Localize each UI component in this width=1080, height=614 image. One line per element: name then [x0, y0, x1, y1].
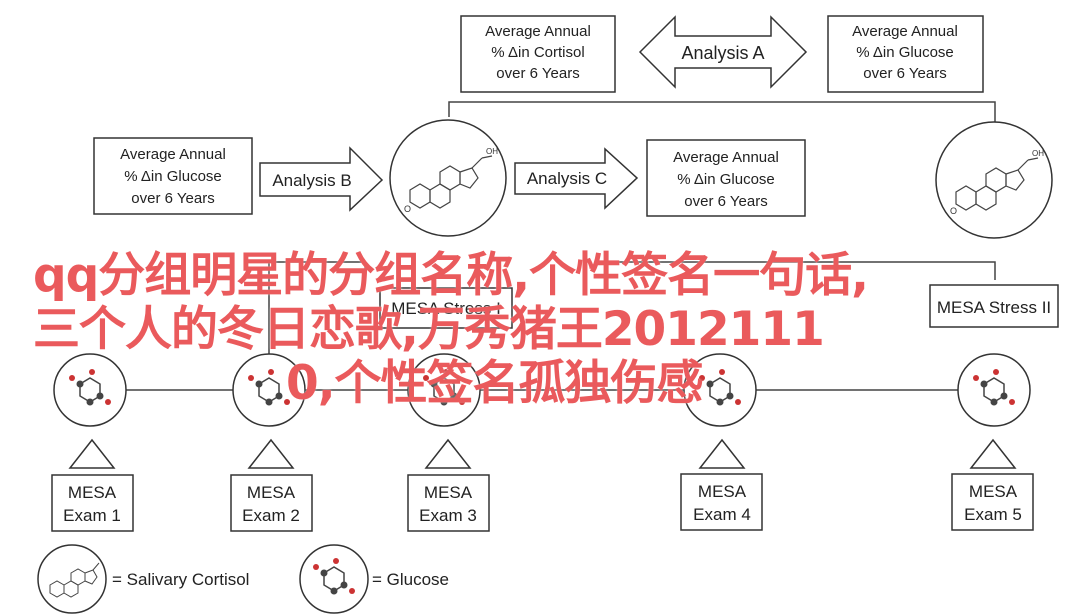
legend-cortisol-icon: [37, 544, 107, 614]
mesa-stress-i-label: MESA Stress I: [391, 299, 501, 318]
legend-glucose-label: = Glucose: [372, 570, 449, 589]
box-text: Average Annual: [852, 23, 958, 40]
triangle-icon: [969, 438, 1017, 469]
exam-label: Exam 5: [964, 505, 1022, 524]
bracket-stress-i: [268, 261, 366, 390]
box-mid-right-glucose: Average Annual % Δin Glucose over 6 Year…: [646, 139, 806, 217]
mesa-exam-5-box: MESA Exam 5: [951, 473, 1034, 531]
box-top-cortisol: Average Annual % Δin Cortisol over 6 Yea…: [460, 15, 616, 93]
analysis-c-label: Analysis C: [527, 169, 607, 188]
analysis-b-label: Analysis B: [272, 171, 351, 190]
exam-label: Exam 4: [693, 505, 751, 524]
analysis-b-arrow: Analysis B: [259, 146, 384, 212]
glucose-molecule-icon: [53, 353, 127, 427]
box-text: % Δin Cortisol: [491, 44, 584, 61]
box-mid-left-glucose: Average Annual % Δin Glucose over 6 Year…: [93, 137, 253, 215]
triangle-icon: [424, 438, 472, 469]
box-text: Average Annual: [485, 23, 591, 40]
triangle-icon: [68, 438, 116, 469]
mesa-stress-i-box: MESA Stress I: [379, 287, 513, 329]
glucose-molecule-icon: [683, 353, 757, 427]
exam-label: MESA: [698, 482, 747, 501]
exam-label: MESA: [247, 483, 296, 502]
svg-text:O: O: [404, 204, 411, 214]
glucose-molecule-icon: [232, 353, 306, 427]
box-text: over 6 Years: [496, 65, 579, 82]
svg-text:O: O: [950, 206, 957, 216]
exam-label: Exam 2: [242, 506, 300, 525]
exam-label: MESA: [424, 483, 473, 502]
exam-label: MESA: [68, 483, 117, 502]
box-text: % Δin Glucose: [856, 44, 954, 61]
box-text: % Δin Glucose: [677, 171, 775, 188]
analysis-a-arrow: Analysis A: [638, 15, 808, 89]
box-top-glucose: Average Annual % Δin Glucose over 6 Year…: [827, 15, 984, 93]
glucose-molecule-icon: [957, 353, 1031, 427]
box-text: over 6 Years: [131, 190, 214, 207]
legend-glucose-icon: [299, 544, 369, 614]
mesa-exam-4-box: MESA Exam 4: [680, 473, 763, 531]
legend: = Salivary Cortisol = Glucose: [37, 544, 449, 614]
mesa-exam-2-box: MESA Exam 2: [230, 474, 313, 532]
exam-label: MESA: [969, 482, 1018, 501]
mesa-exam-3-box: MESA Exam 3: [407, 474, 490, 532]
mesa-stress-ii-label: MESA Stress II: [937, 298, 1051, 317]
exam-label: Exam 3: [419, 506, 477, 525]
triangle-icon: [247, 438, 295, 469]
box-text: over 6 Years: [684, 193, 767, 210]
box-text: over 6 Years: [863, 65, 946, 82]
bracket-top: [448, 101, 996, 122]
mesa-stress-ii-box: MESA Stress II: [929, 284, 1059, 328]
box-text: % Δin Glucose: [124, 168, 222, 185]
exam-label: Exam 1: [63, 506, 121, 525]
bracket-stress-ii: [600, 261, 996, 280]
analysis-a-label: Analysis A: [681, 43, 764, 63]
triangle-icon: [698, 438, 746, 469]
cortisol-molecule-icon: O OH: [935, 121, 1053, 239]
legend-cortisol-label: = Salivary Cortisol: [112, 570, 249, 589]
box-text: Average Annual: [673, 149, 779, 166]
box-text: Average Annual: [120, 146, 226, 163]
svg-text:OH: OH: [1032, 149, 1044, 158]
glucose-molecule-icon: [407, 353, 481, 427]
svg-text:OH: OH: [486, 147, 498, 156]
analysis-c-arrow: Analysis C: [514, 147, 639, 210]
mesa-exam-1-box: MESA Exam 1: [51, 474, 134, 532]
cortisol-molecule-icon: O OH: [389, 119, 507, 237]
